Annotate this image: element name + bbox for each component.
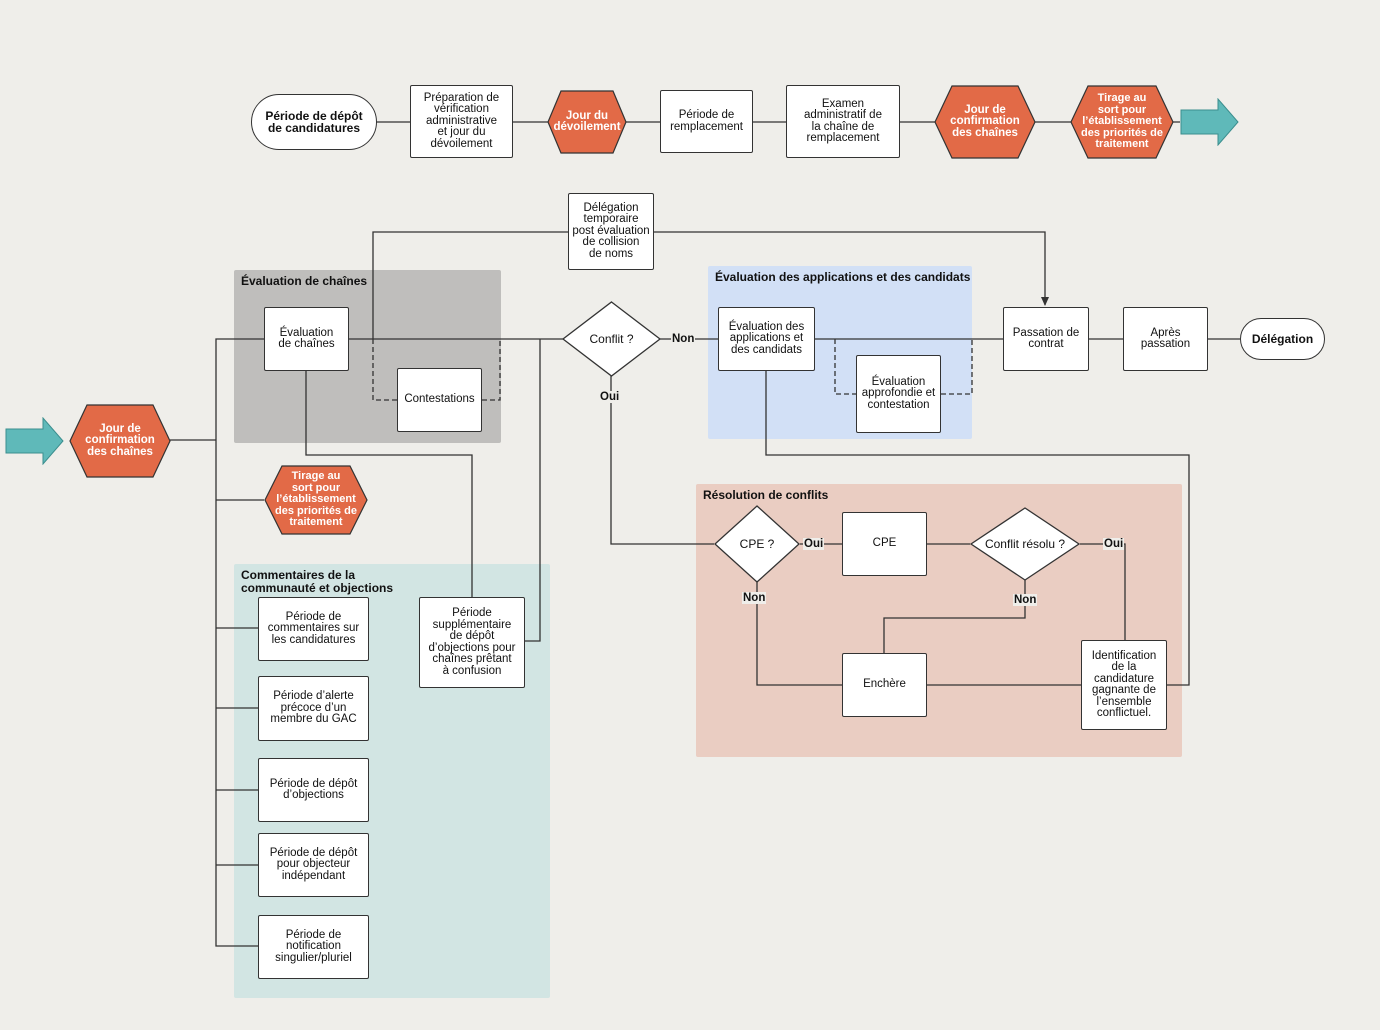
cpe-no-label: Non xyxy=(742,592,767,604)
admin-prep-box: Préparation de vérification administrati… xyxy=(410,85,513,158)
reveal-day-event: Jour du dévoilement xyxy=(547,90,627,154)
group-application-evaluation-title: Évaluation des applications et des candi… xyxy=(715,270,971,284)
gac-early-warning-box: Période d’alerte précoce d’un membre du … xyxy=(258,676,369,741)
application-period-terminal: Période de dépôt de candidatures xyxy=(251,94,377,150)
string-confusion-objection-box: Période supplémentaire de dépôt d’object… xyxy=(419,597,525,688)
conflict-resolved-label: Conflit résolu ? xyxy=(984,537,1066,551)
application-evaluation-box: Évaluation des applications et des candi… xyxy=(718,307,815,371)
cpe-decision-label: CPE ? xyxy=(739,537,775,551)
start-arrow-icon xyxy=(5,417,64,465)
group-conflict-resolution-title: Résolution de conflits xyxy=(703,488,829,502)
independent-objector-box: Période de dépôt pour objecteur indépend… xyxy=(258,833,369,897)
replacement-period-box: Période de remplacement xyxy=(660,90,753,153)
cpe-box: CPE xyxy=(842,512,927,576)
confirmation-day-top-label: Jour de confirmation des chaînes xyxy=(950,103,1020,139)
conflict-decision-label: Conflit ? xyxy=(589,332,634,346)
contests-box: Contestations xyxy=(397,368,482,432)
priority-draw-label: Tirage au sort pour l’établissement des … xyxy=(275,470,357,529)
resolved-no-label: Non xyxy=(1013,594,1038,606)
priority-draw-top-label: Tirage au sort pour l’établissement des … xyxy=(1081,92,1163,151)
reveal-day-label: Jour du dévoilement xyxy=(553,109,621,133)
conflict-resolved-decision: Conflit résolu ? xyxy=(969,507,1081,581)
group-string-evaluation-title: Évaluation de chaînes xyxy=(241,274,368,288)
resolved-yes-label: Oui xyxy=(1103,538,1125,550)
conflict-no-label: Non xyxy=(671,333,696,345)
cpe-decision: CPE ? xyxy=(714,505,800,583)
singular-plural-notification-box: Période de notification singulier/plurie… xyxy=(258,915,369,979)
priority-draw-event: Tirage au sort pour l’établissement des … xyxy=(264,465,368,535)
group-community-objections-title: Commentaires de la communauté et objecti… xyxy=(241,568,394,595)
replacement-review-box: Examen administratif de la chaîne de rem… xyxy=(786,85,900,158)
extended-evaluation-box: Évaluation approfondie et contestation xyxy=(856,355,941,433)
confirmation-day-label: Jour de confirmation des chaînes xyxy=(85,422,155,458)
winning-application-box: Identification de la candidature gagnant… xyxy=(1081,640,1167,730)
conflict-yes-label: Oui xyxy=(599,391,621,403)
objection-filing-box: Période de dépôt d’objections xyxy=(258,758,369,822)
delegation-terminal: Délégation xyxy=(1240,318,1325,360)
confirmation-day-event: Jour de confirmation des chaînes xyxy=(69,404,171,478)
confirmation-day-event-top: Jour de confirmation des chaînes xyxy=(934,85,1036,159)
string-evaluation-box: Évaluation de chaînes xyxy=(264,307,349,371)
contract-execution-box: Passation de contrat xyxy=(1003,307,1089,371)
continue-arrow-icon xyxy=(1180,98,1239,146)
auction-box: Enchère xyxy=(842,653,927,717)
comment-period-box: Période de commentaires sur les candidat… xyxy=(258,597,369,661)
priority-draw-event-top: Tirage au sort pour l’établissement des … xyxy=(1070,85,1174,159)
post-contract-box: Après passation xyxy=(1123,307,1208,371)
cpe-yes-label: Oui xyxy=(803,538,825,550)
conflict-decision: Conflit ? xyxy=(561,301,662,377)
temporary-delegation-box: Délégation temporaire post évaluation de… xyxy=(568,193,654,270)
